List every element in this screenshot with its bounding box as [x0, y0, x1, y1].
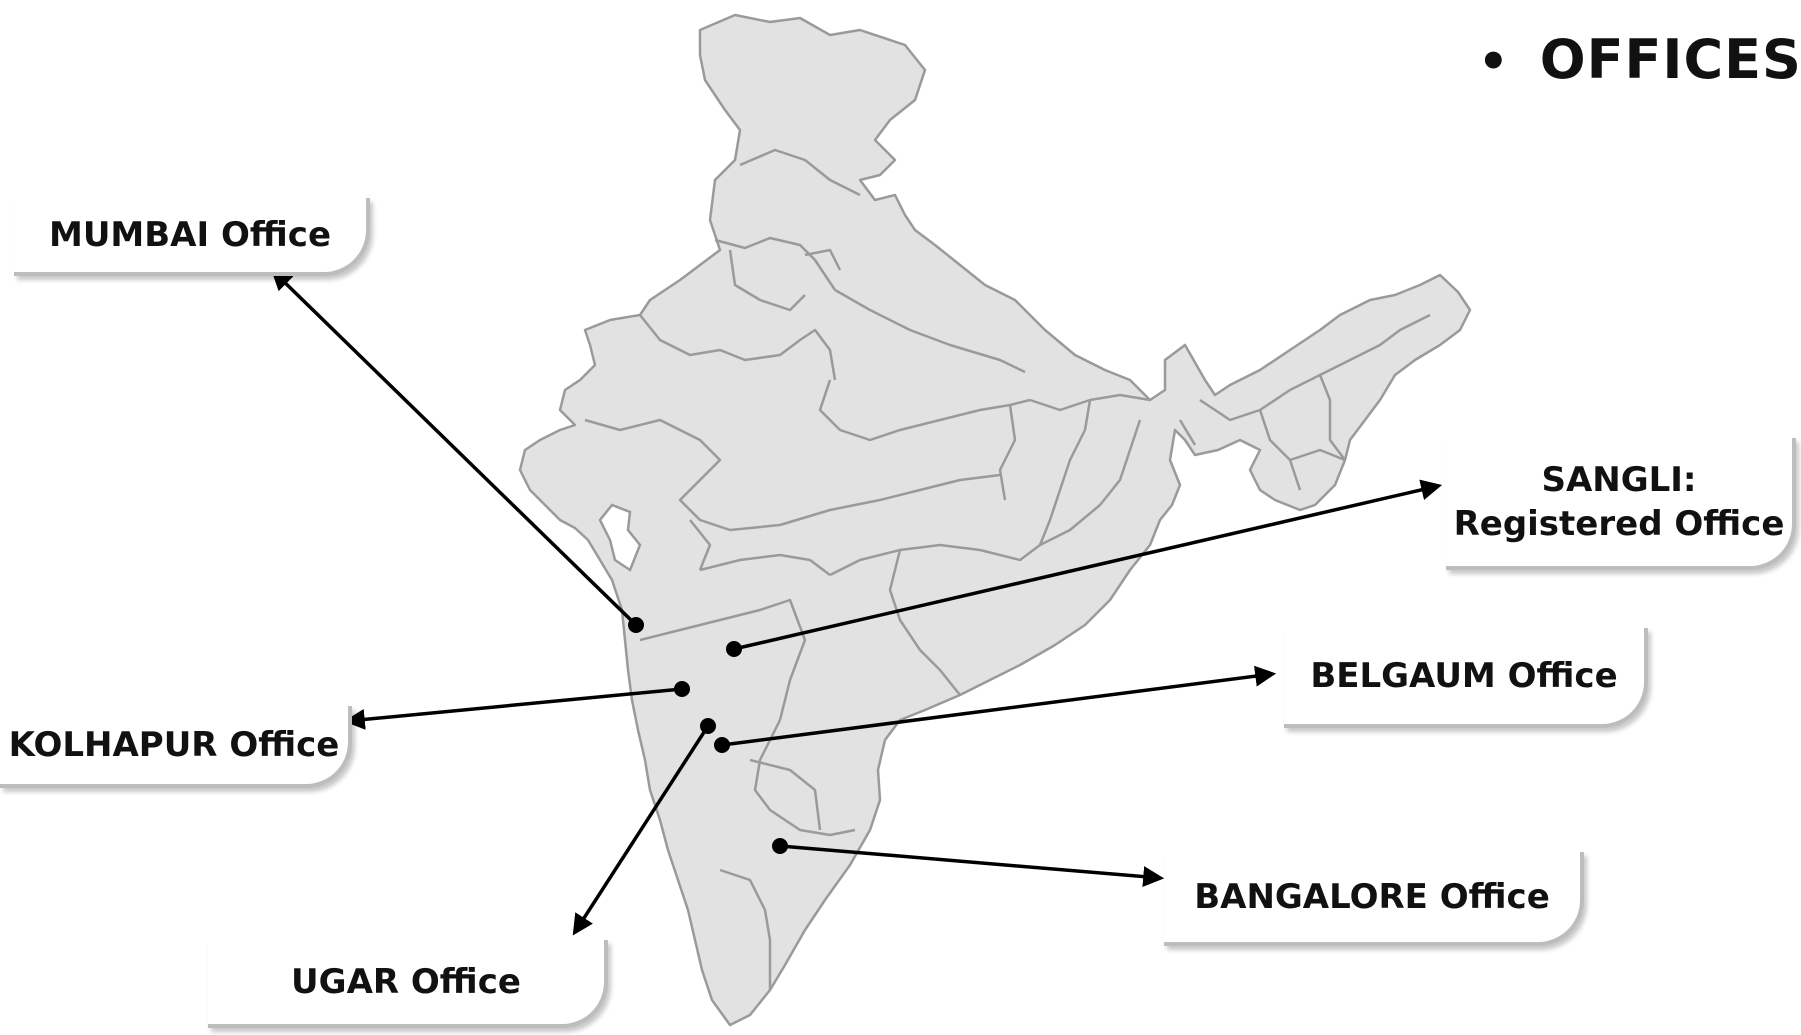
bangalore-office-label: BANGALORE Office: [1194, 876, 1550, 917]
bangalore-marker: [772, 838, 788, 854]
sangli-connector: [733, 479, 1443, 651]
belgaum-connector: [721, 665, 1277, 747]
location-dots: [628, 617, 788, 854]
mumbai-office-label: MUMBAI Office: [48, 214, 332, 255]
bangalore-office-callout: BANGALORE Office: [1164, 852, 1584, 946]
bangalore-connector: [779, 844, 1165, 888]
ugar-office-label: UGAR Office: [291, 961, 521, 1002]
page-title-text: OFFICES: [1539, 28, 1801, 91]
belgaum-marker: [714, 737, 730, 753]
sangli-office-callout: SANGLI: Registered Office: [1446, 438, 1796, 570]
ugar-marker: [700, 718, 716, 734]
belgaum-office-callout: BELGAUM Office: [1284, 628, 1648, 728]
connector-lines: [270, 269, 1443, 936]
kolhapur-connector: [343, 687, 683, 730]
mumbai-office-callout: MUMBAI Office: [14, 198, 370, 276]
mumbai-connector: [270, 269, 638, 627]
bullet-icon: •: [1478, 34, 1510, 90]
sangli-office-label-line2: Registered Office: [1453, 504, 1785, 544]
ugar-connector: [572, 725, 710, 936]
sangli-office-label-line1: SANGLI:: [1541, 459, 1697, 500]
kolhapur-office-label: KOLHAPUR Office: [8, 724, 340, 765]
state-borders: [584, 148, 1431, 990]
page-title: • OFFICES: [1478, 28, 1801, 91]
ugar-office-callout: UGAR Office: [208, 940, 608, 1028]
kolhapur-marker: [674, 681, 690, 697]
sangli-marker: [726, 641, 742, 657]
mumbai-marker: [628, 617, 644, 633]
belgaum-office-label: BELGAUM Office: [1310, 655, 1618, 696]
kolhapur-office-callout: KOLHAPUR Office: [0, 706, 352, 788]
gulf-notch: [598, 503, 642, 572]
